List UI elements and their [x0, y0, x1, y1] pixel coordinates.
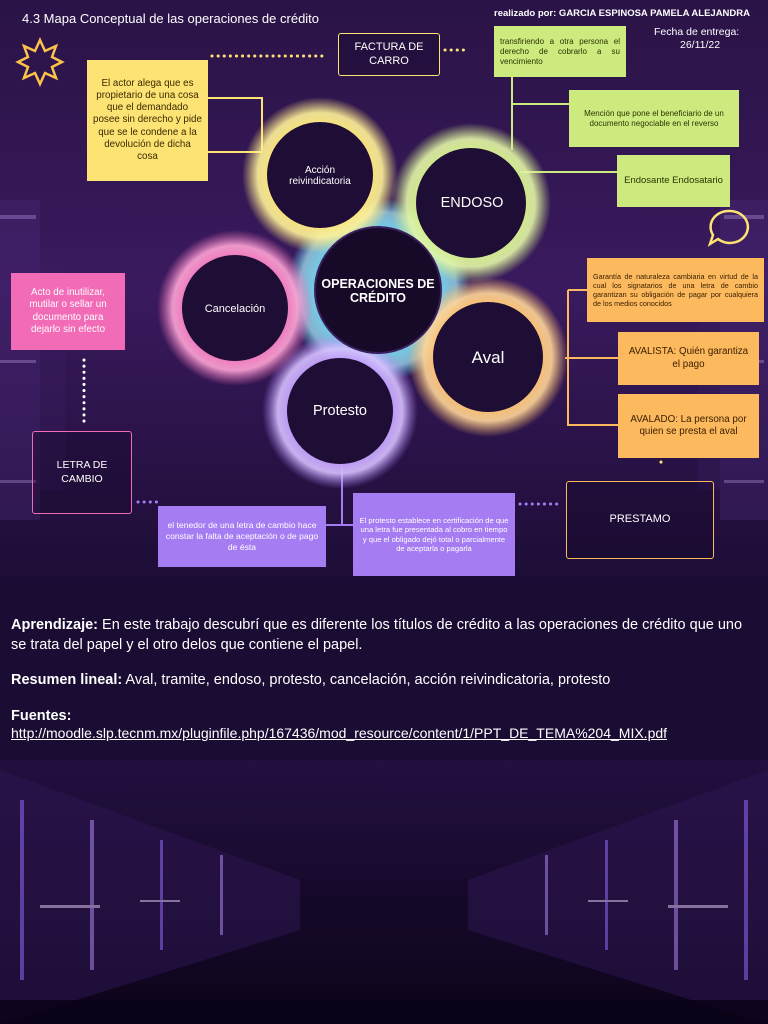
prestamo-box: PRESTAMO: [566, 481, 714, 559]
transfiriendo-box: transfiriendo a otra persona el derecho …: [494, 26, 626, 77]
fuentes-paragraph: Fuentes:: [11, 706, 759, 726]
garantia-box: Garantía de naturaleza cambiaria en virt…: [587, 258, 764, 322]
ring-protesto: [262, 333, 418, 489]
aprendizaje-paragraph: Aprendizaje: En este trabajo descubrí qu…: [11, 615, 759, 656]
tenedor-box: el tenedor de una letra de cambio hace c…: [158, 506, 326, 567]
cancelacion-definition-box: Acto de inutilizar, mutilar o sellar un …: [11, 273, 125, 350]
fuentes-label: Fuentes:: [11, 708, 72, 724]
resumen-label: Resumen lineal:: [11, 672, 123, 688]
date-label: Fecha de entrega:: [654, 26, 740, 38]
aprendizaje-text: En este trabajo descubrí que es diferent…: [11, 617, 743, 654]
resumen-text: Aval, tramite, endoso, protesto, cancela…: [122, 672, 611, 688]
date-value: 26/11/22: [680, 39, 721, 51]
avalado-box: AVALADO: La persona por quien se presta …: [618, 394, 759, 458]
node-cancelacion: Cancelación: [204, 303, 266, 315]
ring-aval: [408, 277, 568, 437]
center-label: OPERACIONES DE CRÉDITO: [321, 276, 435, 305]
endosante-box: Endosante Endosatario: [617, 155, 730, 207]
ring-accion: [242, 97, 398, 253]
sun-icon: [15, 36, 65, 88]
fuentes-link[interactable]: http://moodle.slp.tecnm.mx/pluginfile.ph…: [11, 725, 668, 741]
factura-box: FACTURA DE CARRO: [338, 33, 440, 76]
ring-cancelacion: [157, 230, 313, 386]
node-aval: Aval: [471, 348, 505, 367]
letra-cambio-box: LETRA DE CAMBIO: [32, 431, 132, 514]
protesto-definition-box: El protesto establece en certificación d…: [353, 493, 515, 576]
accion-definition-box: El actor alega que es propietario de una…: [87, 60, 208, 181]
speech-bubble-icon: [707, 209, 750, 247]
aprendizaje-label: Aprendizaje:: [11, 617, 99, 633]
resumen-paragraph: Resumen lineal: Aval, tramite, endoso, p…: [11, 670, 759, 690]
mencion-box: Mención que pone el beneficiario de un d…: [569, 90, 739, 147]
node-endoso: ENDOSO: [440, 195, 504, 211]
node-accion: Acción reivindicatoria: [289, 164, 351, 188]
ring-endoso: [391, 123, 551, 283]
page-title: 4.3 Mapa Conceptual de las operaciones d…: [22, 11, 320, 26]
node-protesto: Protesto: [313, 403, 367, 419]
author-label: realizado por: GARCIA ESPINOSA PAMELA AL…: [494, 8, 750, 19]
avalista-box: AVALISTA: Quién garantiza el pago: [618, 332, 759, 385]
